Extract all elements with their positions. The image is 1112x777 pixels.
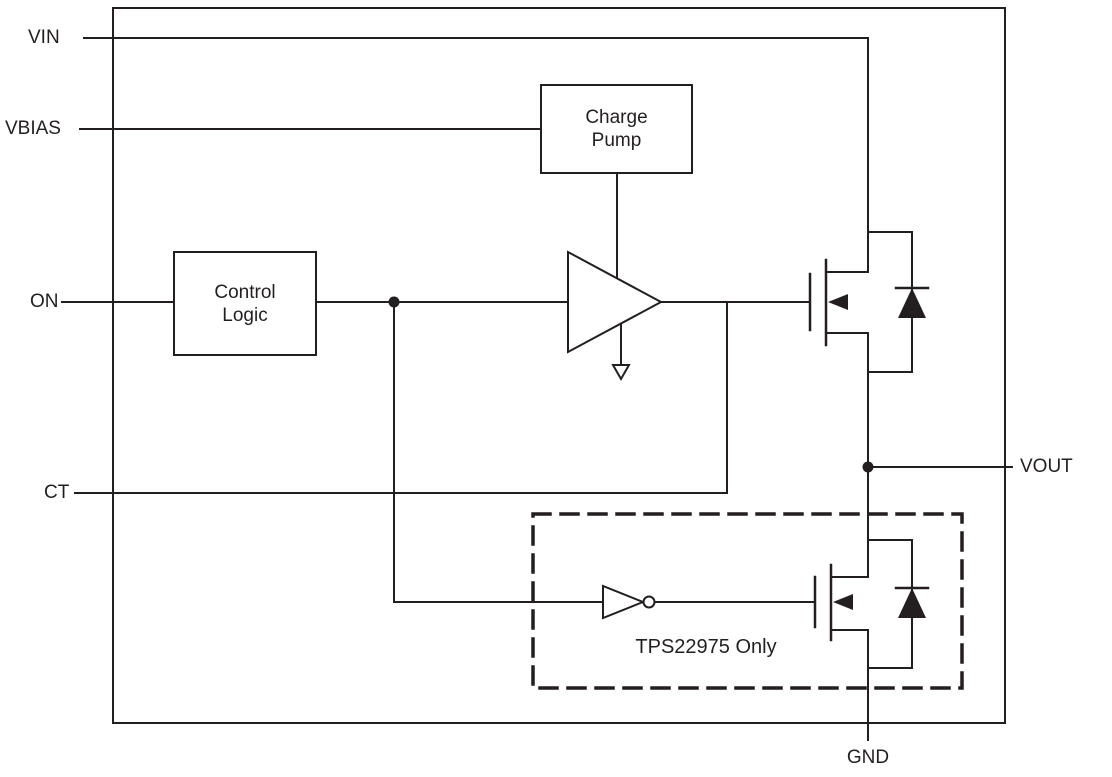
junction-dot-vout <box>862 461 874 473</box>
discharge-fet <box>813 539 930 669</box>
ic-boundary-box <box>112 7 1006 724</box>
control-logic-box <box>173 251 317 356</box>
pin-label-ct: CT <box>44 482 70 503</box>
pass-fet-body-diode <box>898 288 926 318</box>
pin-label-vbias: VBIAS <box>5 118 61 139</box>
ct-wire <box>74 301 728 494</box>
driver-buffer-triangle <box>567 250 664 354</box>
control-logic-label: Control Logic <box>214 282 276 326</box>
pass-fet-diode-branch <box>867 231 913 373</box>
inverter-triangle <box>602 584 646 620</box>
junction-dot-on-branch <box>388 296 400 308</box>
pin-label-vout: VOUT <box>1020 456 1073 477</box>
tps22975-dashed-box <box>531 512 964 690</box>
vin-wire <box>83 37 869 273</box>
discharge-fet-body-arrow <box>833 594 853 610</box>
pin-label-gnd: GND <box>846 747 890 768</box>
branch-to-inverter-wire <box>393 301 604 603</box>
pin-label-vin: VIN <box>28 27 60 48</box>
tps22975-only-label: TPS22975 Only <box>635 636 777 658</box>
pin-label-on: ON <box>30 291 59 312</box>
inverter-bubble <box>642 595 656 609</box>
pass-fet-body-arrow <box>828 294 848 310</box>
charge-pump-label: Charge Pump <box>585 107 648 151</box>
vout-wire <box>867 332 1013 578</box>
pass-fet <box>808 231 930 373</box>
driver-ground-symbol <box>611 364 631 382</box>
discharge-fet-body-diode <box>898 588 926 618</box>
